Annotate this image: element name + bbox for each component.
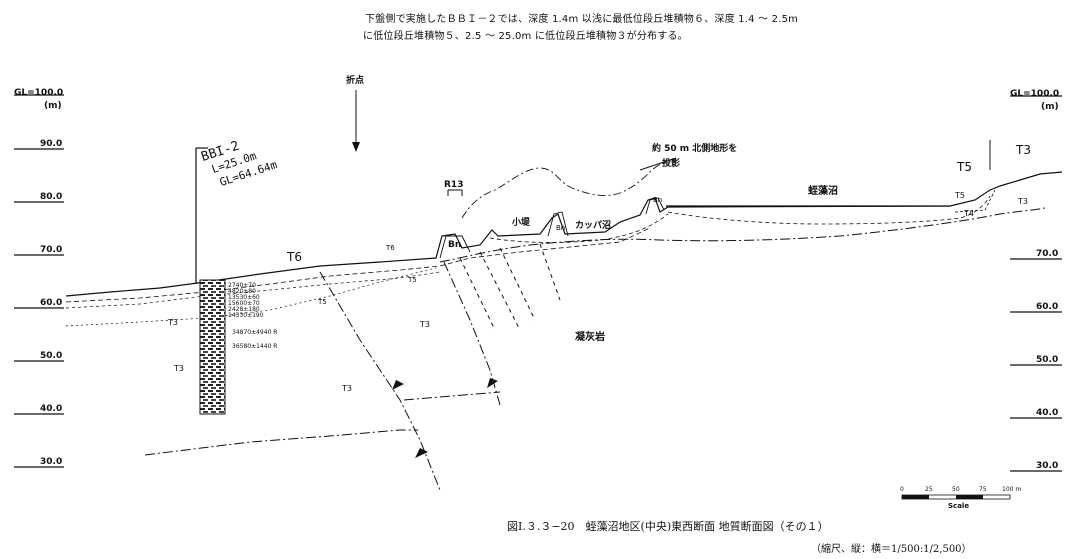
fault-arrows [392, 378, 498, 458]
t6-label: T6 [287, 250, 302, 264]
scale-tick-100: 100 m [1002, 486, 1022, 493]
bn-mounds [439, 197, 665, 259]
t5-t3-boundary [65, 271, 441, 309]
left-tick-30: 30.0 [40, 457, 63, 467]
t4-boundary [954, 189, 996, 213]
bn-label-1: Bn [448, 240, 462, 250]
left-tick-50: 50.0 [40, 351, 63, 361]
t3-right-small-label: T3 [1018, 197, 1028, 206]
north-terrain-line [461, 157, 677, 219]
scale-tick-50: 50 [952, 486, 960, 493]
right-axis-title: GL=100.0 [1010, 89, 1060, 99]
right-axis-unit: (m) [1041, 102, 1059, 112]
north-terrain-leader [639, 157, 677, 171]
left-axis-ticks [14, 94, 64, 468]
north-terrain-label-1: 約 50 m 北側地形を [652, 144, 738, 154]
north-terrain-label-2: 投影 [662, 159, 681, 169]
borehole-date-list: 2740±70 4820±80 13530±60 15600±70 2428±1… [228, 283, 264, 319]
t5-right-big-label: T5 [957, 160, 972, 174]
bn-label-2: Bn [556, 224, 566, 232]
scale-tick-0: 0 [900, 486, 904, 493]
borehole-date: 4820±80 [228, 288, 256, 295]
t3-label-b: T3 [420, 320, 430, 329]
r13-marker [447, 189, 463, 196]
tuff-label: 凝灰岩 [575, 332, 605, 343]
t5-label-b: T5 [408, 276, 417, 284]
right-tick-40: 40.0 [1036, 408, 1059, 418]
t3-right-big-label: T3 [1016, 143, 1031, 157]
borehole-date-1: 34870±4940 R [232, 329, 278, 336]
left-tick-80: 80.0 [40, 192, 63, 202]
right-tick-50: 50.0 [1036, 355, 1059, 365]
t5-right-small-label: T5 [955, 191, 965, 200]
right-tick-60: 60.0 [1036, 302, 1059, 312]
borehole-date: 14330±190 [228, 312, 264, 319]
scale-tick-25: 25 [925, 486, 933, 493]
t5-label-a: T5 [318, 298, 327, 306]
t3-label-a: T3 [168, 318, 178, 327]
left-tick-40: 40.0 [40, 404, 63, 414]
lake-bottom-line [667, 195, 991, 225]
figure-scale-note: （縮尺、縦：横＝1/500:1/2,500） [811, 544, 972, 555]
intro-line-1: 下盤側で実施したＢＢＩ－２では、深度 1.4m 以浅に最低位段丘堆積物６、深度 … [365, 14, 799, 25]
borehole-date: 2428±180 [228, 306, 260, 313]
intro-line-2: に低位段丘堆積物５、2.5 ～ 25.0m に低位段丘堆積物３が分布する。 [363, 31, 688, 42]
scale-label: Scale [948, 502, 970, 510]
bend-point-label: 折点 [346, 76, 365, 86]
left-tick-90: 90.0 [40, 139, 63, 149]
bn-label-3: Bn [653, 196, 663, 204]
t3-label-c: T3 [174, 364, 184, 373]
t6-small-label: T6 [386, 244, 395, 252]
t3-label-d: T3 [342, 384, 352, 393]
figure-caption: 図Ⅰ.３.３−20 蛭藻沼地区(中央)東西断面 地質断面図（その１） [507, 520, 829, 533]
borehole-date: 2740±70 [228, 282, 256, 289]
right-tick-70: 70.0 [1036, 249, 1059, 259]
borehole-date: 13530±60 [228, 294, 260, 301]
bend-point-arrow [352, 90, 360, 152]
scale-tick-75: 75 [979, 486, 987, 493]
t6-t5-boundary [65, 227, 651, 303]
tuff-boundary-line [439, 207, 1046, 263]
left-tick-60: 60.0 [40, 298, 63, 308]
kotsutsumi-label: 小堤 [512, 218, 531, 228]
left-tick-70: 70.0 [40, 245, 63, 255]
right-tick-30: 30.0 [1036, 461, 1059, 471]
scale-bar-graphic [901, 494, 1011, 500]
borehole-date: 15600±70 [228, 300, 260, 307]
kappa-pond-label: カッパ沼 [575, 221, 612, 231]
borehole-core-column [199, 279, 226, 415]
ground-surface [65, 171, 1063, 297]
pond-bottom-line [489, 213, 669, 243]
ebimo-pond-label: 蛭藻沼 [808, 186, 838, 197]
borehole-date-2: 36580±1440 R [232, 343, 278, 350]
t4-right-label: T4 [964, 209, 974, 218]
r13-label: R13 [444, 180, 464, 190]
right-axis-ticks [1010, 95, 1062, 472]
faults [144, 243, 561, 491]
left-axis-unit: (m) [44, 101, 62, 111]
left-axis-title: GL=100.0 [14, 88, 64, 98]
